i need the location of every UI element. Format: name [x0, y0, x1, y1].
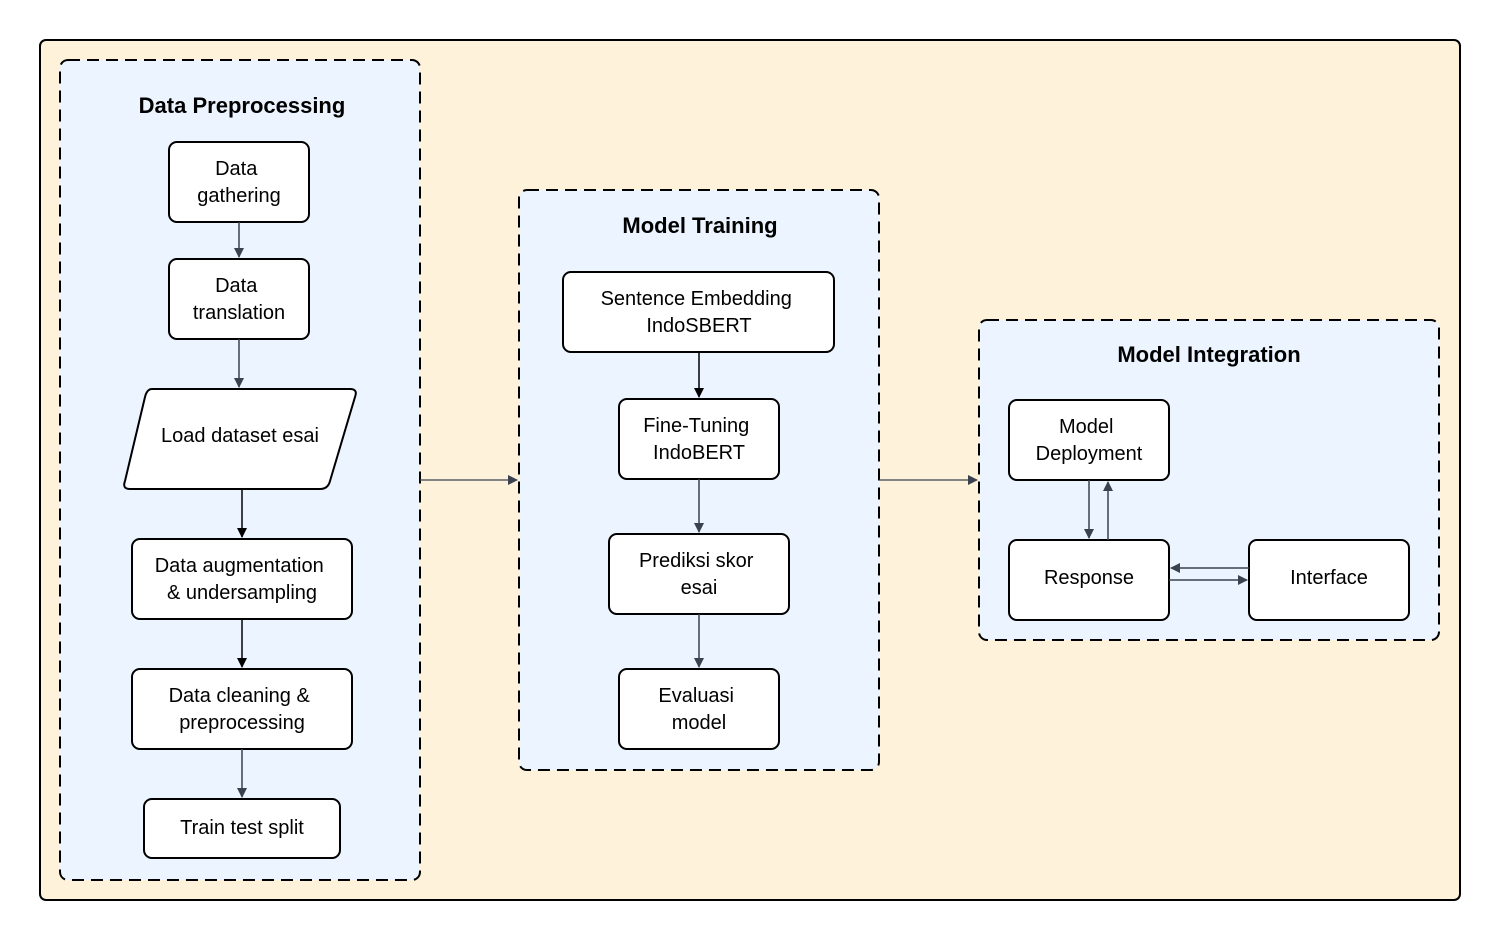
group-model-training: Model Training Sentence Embedding IndoSB…	[518, 189, 880, 771]
svg-text:Data gathering: Data gathering	[197, 158, 280, 207]
group-title: Data Preprocessing	[139, 93, 346, 118]
node-label-line: Response	[1044, 567, 1134, 589]
node-label-line: IndoSBERT	[646, 315, 751, 337]
group-title: Model Integration	[1117, 342, 1300, 367]
node-label-line: Fine-Tuning	[643, 415, 749, 437]
node-interface[interactable]: Interface	[1248, 539, 1410, 621]
svg-text:Data augmentation & un: Data augmentation & undersampling	[155, 555, 330, 604]
node-label-line: Sentence Embedding	[601, 288, 792, 310]
node-label-line: Model	[1059, 416, 1113, 438]
node-data-cleaning[interactable]: Data cleaning & preprocessing	[131, 668, 353, 750]
svg-text:Data cleaning & prepro: Data cleaning & preprocessing	[169, 685, 316, 734]
node-label-line: Interface	[1290, 567, 1368, 589]
node-load-dataset[interactable]: Load dataset esai	[123, 388, 357, 490]
node-sentence-embedding[interactable]: Sentence Embedding IndoSBERT	[562, 271, 835, 353]
svg-text:Prediksi skor esai: Prediksi skor esai	[639, 550, 759, 599]
node-model-deployment[interactable]: Model Deployment	[1008, 399, 1170, 481]
node-data-gathering[interactable]: Data gathering	[168, 141, 310, 223]
node-evaluasi-model[interactable]: Evaluasi model	[618, 668, 780, 750]
node-label-line: Deployment	[1036, 443, 1143, 465]
node-label-line: Load dataset esai	[161, 425, 319, 447]
node-response[interactable]: Response	[1008, 539, 1170, 621]
svg-text:Sentence Embedding Ind: Sentence Embedding IndoSBERT	[601, 288, 798, 337]
node-label-line: preprocessing	[179, 712, 305, 734]
node-data-translation[interactable]: Data translation	[168, 258, 310, 340]
group-title: Model Training	[622, 213, 777, 238]
node-label-line: Data cleaning &	[169, 685, 311, 707]
group-data-preprocessing: Data Preprocessing Data gathering Data t…	[59, 59, 421, 881]
node-label-line: Data augmentation	[155, 555, 324, 577]
node-prediksi-skor[interactable]: Prediksi skor esai	[608, 533, 790, 615]
svg-text:Fine-Tuning IndoBERT: Fine-Tuning IndoBERT	[643, 415, 755, 464]
node-label-line: Data	[215, 158, 258, 180]
node-label-line: & undersampling	[167, 582, 317, 604]
node-label-line: translation	[193, 302, 285, 324]
node-label-line: Prediksi skor	[639, 550, 754, 572]
node-label-line: model	[672, 712, 726, 734]
group-model-integration: Model Integration Model Deployment Respo…	[978, 319, 1440, 641]
node-fine-tuning[interactable]: Fine-Tuning IndoBERT	[618, 398, 780, 480]
node-label-line: gathering	[197, 185, 280, 207]
node-label-line: Train test split	[180, 817, 304, 839]
svg-text:Model Deployment: Model Deployment	[1036, 416, 1143, 465]
svg-text:Evaluasi model: Evaluasi model	[658, 685, 739, 734]
node-label-line: Data	[215, 275, 258, 297]
node-train-test-split[interactable]: Train test split	[143, 798, 341, 859]
svg-text:Data translation: Data translation	[193, 275, 285, 324]
node-label-line: esai	[681, 577, 718, 599]
node-label-line: Evaluasi	[658, 685, 734, 707]
node-data-augmentation[interactable]: Data augmentation & undersampling	[131, 538, 353, 620]
node-label-line: IndoBERT	[653, 442, 745, 464]
